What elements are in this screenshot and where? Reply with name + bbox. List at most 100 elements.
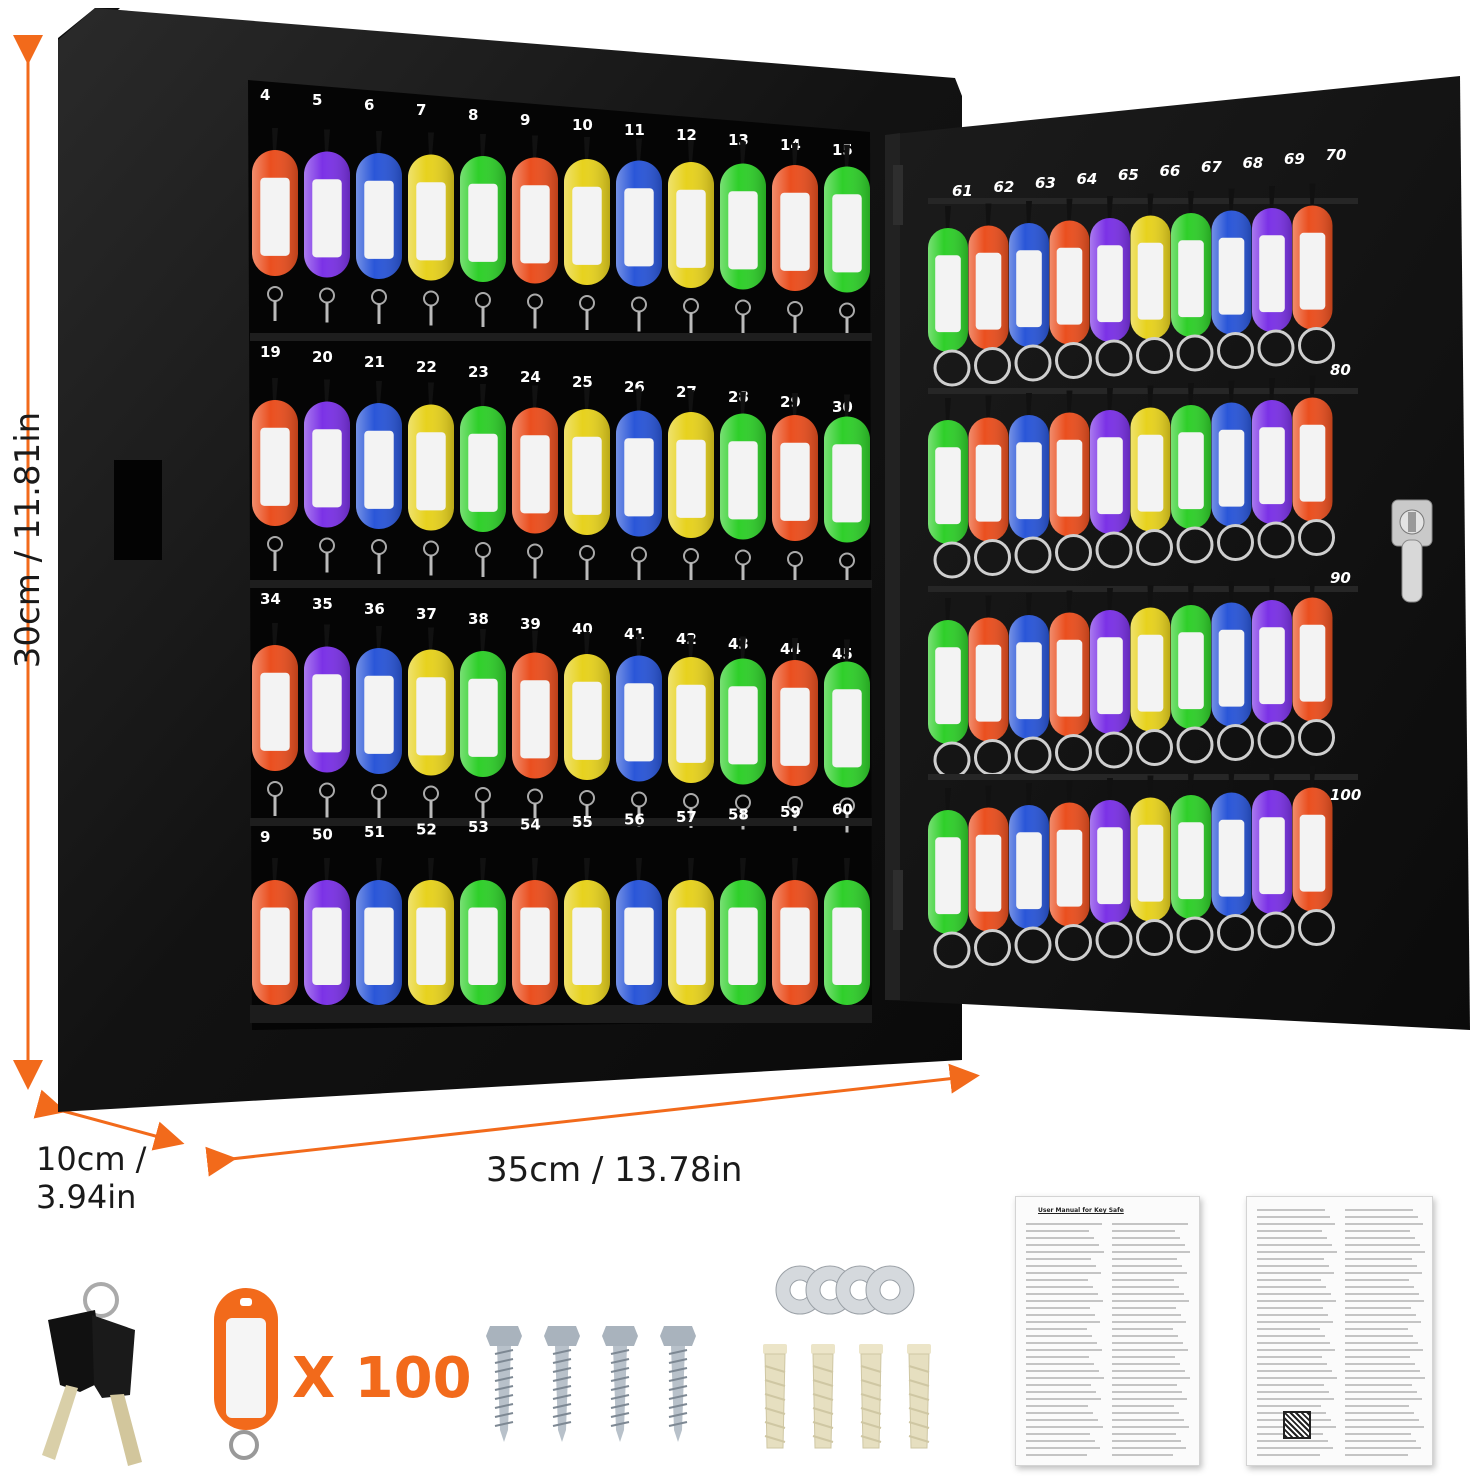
key-tag bbox=[1049, 390, 1090, 537]
key-tag bbox=[252, 623, 298, 771]
manual-text-line bbox=[1257, 1272, 1334, 1274]
manual-text-line bbox=[1345, 1377, 1425, 1379]
manual-text-line bbox=[1112, 1321, 1186, 1323]
hook-number-label: 11 bbox=[624, 121, 645, 139]
wall-anchor-icon bbox=[859, 1344, 883, 1449]
manual-text-line bbox=[1112, 1286, 1179, 1288]
manual-text-line bbox=[1112, 1405, 1174, 1407]
key-tag bbox=[968, 785, 1009, 932]
manual-text-line bbox=[1026, 1370, 1099, 1372]
hook-number-label: 63 bbox=[1035, 174, 1056, 192]
key-tag bbox=[772, 858, 818, 1005]
key-tag bbox=[1130, 585, 1171, 732]
key-tag bbox=[720, 391, 766, 540]
manual-text-line bbox=[1026, 1349, 1102, 1351]
manual-text-line bbox=[1345, 1363, 1415, 1365]
manual-text-line bbox=[1257, 1328, 1320, 1330]
manual-text-line bbox=[1026, 1237, 1094, 1239]
manual-text-line bbox=[1257, 1335, 1325, 1337]
manual-text-line bbox=[1026, 1398, 1101, 1400]
manual-text-line bbox=[1112, 1433, 1176, 1435]
key-tag bbox=[1292, 375, 1333, 522]
manual-text-line bbox=[1257, 1342, 1330, 1344]
manual-text-line bbox=[1112, 1454, 1173, 1456]
key-tag bbox=[304, 624, 350, 773]
manual-text-line bbox=[1112, 1419, 1184, 1421]
manual-text-line bbox=[1257, 1279, 1321, 1281]
manual-text-line bbox=[1026, 1279, 1088, 1281]
key-tag bbox=[252, 378, 298, 526]
key-tag bbox=[356, 381, 402, 529]
manual-text-line bbox=[1026, 1223, 1102, 1225]
key-tag bbox=[928, 398, 968, 544]
manual-text-line bbox=[1112, 1363, 1180, 1365]
manual-text-line bbox=[1345, 1447, 1421, 1449]
manual-text-line bbox=[1257, 1384, 1324, 1386]
key-tag bbox=[968, 395, 1009, 542]
key-tag bbox=[1009, 783, 1049, 929]
manual-text-line bbox=[1257, 1405, 1321, 1407]
manual-text-line bbox=[1112, 1307, 1176, 1309]
manual-text-line bbox=[1257, 1391, 1329, 1393]
manual-text-line bbox=[1345, 1356, 1410, 1358]
key-tag bbox=[668, 858, 714, 1005]
hook-number-label: 80 bbox=[1330, 361, 1351, 379]
hook-number-label: 25 bbox=[572, 373, 593, 391]
manual-text-line bbox=[1112, 1440, 1181, 1442]
key-tag bbox=[512, 135, 558, 284]
hook-number-label: 4 bbox=[260, 86, 270, 104]
manual-text-line bbox=[1257, 1321, 1333, 1323]
manual-text-line bbox=[1257, 1258, 1324, 1260]
key-tag bbox=[928, 206, 968, 352]
hook-number-label: 7 bbox=[416, 101, 426, 119]
key-tag bbox=[252, 128, 298, 276]
hook-number-label: 67 bbox=[1201, 158, 1222, 176]
manual-text-line bbox=[1112, 1279, 1174, 1281]
manual-text-line bbox=[1026, 1356, 1089, 1358]
key-tag bbox=[1252, 378, 1292, 524]
manual-text-line bbox=[1345, 1230, 1410, 1232]
key-tag bbox=[1130, 193, 1171, 340]
manual-text-line bbox=[1112, 1328, 1173, 1330]
door-lock-icon bbox=[1391, 499, 1433, 603]
key-tag bbox=[1130, 775, 1171, 922]
hook-number-label: 55 bbox=[572, 813, 593, 831]
hook-number-label: 56 bbox=[624, 811, 645, 829]
key-tag bbox=[1171, 773, 1211, 919]
manual-text-line bbox=[1345, 1258, 1412, 1260]
manual-text-line bbox=[1345, 1342, 1418, 1344]
key-tag-icon bbox=[214, 1288, 278, 1460]
manual-text-line bbox=[1112, 1258, 1177, 1260]
manual-text-line bbox=[1345, 1265, 1417, 1267]
key-tag bbox=[616, 858, 662, 1005]
hook-number-label: 90 bbox=[1330, 569, 1351, 587]
key-icon bbox=[42, 1282, 142, 1466]
manual-text-line bbox=[1345, 1328, 1408, 1330]
manual-text-line bbox=[1026, 1405, 1088, 1407]
key-tag bbox=[1049, 590, 1090, 737]
manual-text-line bbox=[1345, 1335, 1413, 1337]
manual-text-line bbox=[1257, 1314, 1328, 1316]
manual-text-line bbox=[1345, 1321, 1421, 1323]
manual-text-line bbox=[1345, 1237, 1415, 1239]
manual-text-line bbox=[1026, 1419, 1098, 1421]
door-hinge bbox=[893, 165, 903, 225]
key-tag bbox=[824, 858, 870, 1005]
manual-text-line bbox=[1257, 1216, 1330, 1218]
manual-text-line bbox=[1026, 1272, 1101, 1274]
depth-label-line2: 3.94in bbox=[36, 1178, 137, 1216]
manual-text-line bbox=[1257, 1244, 1332, 1246]
manual-text-line bbox=[1026, 1321, 1100, 1323]
manual-text-line bbox=[1345, 1384, 1412, 1386]
manual-text-line bbox=[1026, 1258, 1091, 1260]
key-tag bbox=[1171, 383, 1211, 529]
key-tag bbox=[356, 131, 402, 279]
key-tag bbox=[1292, 183, 1333, 330]
key-tag bbox=[1009, 593, 1049, 739]
manual-text-line bbox=[1026, 1286, 1093, 1288]
manual-text-line bbox=[1112, 1391, 1182, 1393]
manual-text-line bbox=[1345, 1251, 1425, 1253]
key-tag bbox=[720, 636, 766, 785]
